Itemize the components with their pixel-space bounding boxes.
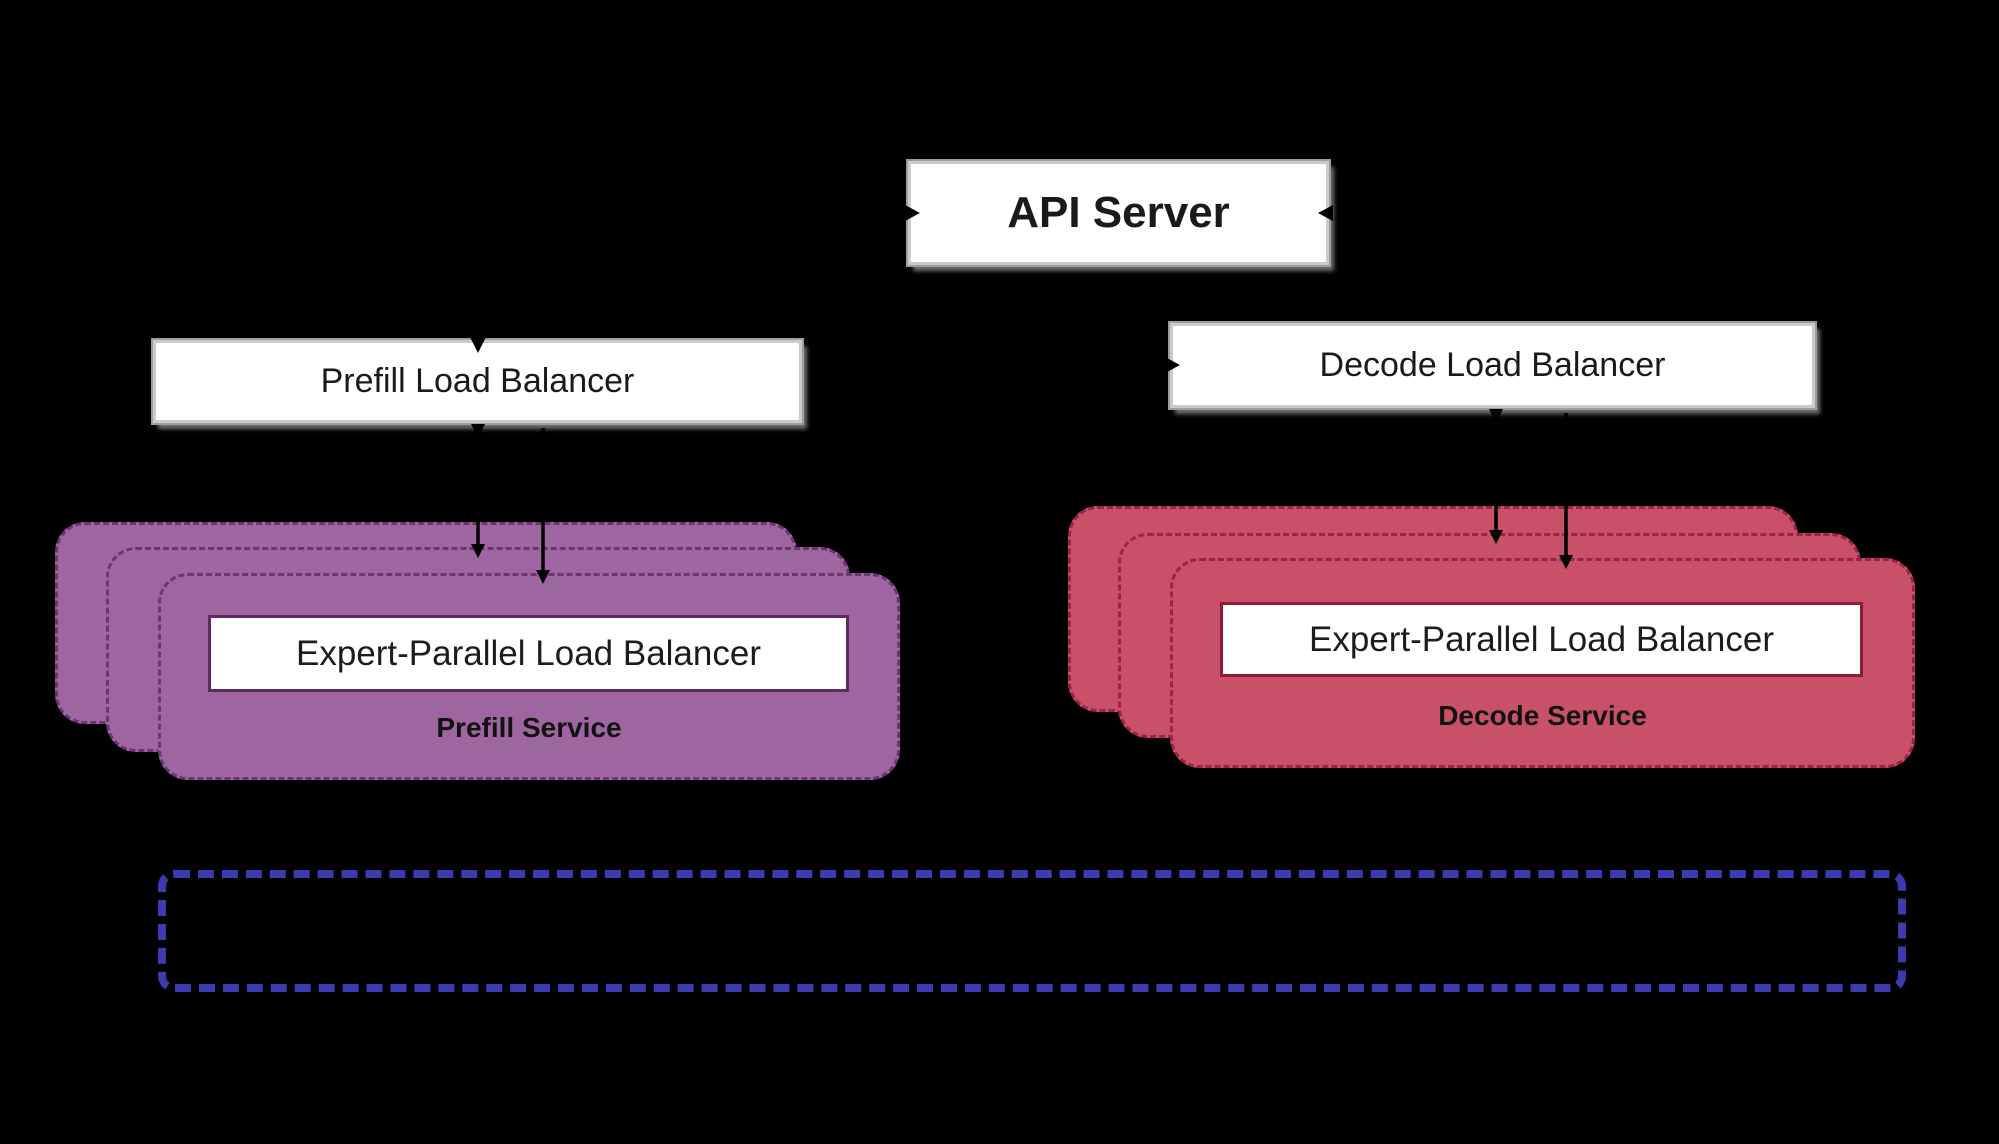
decode-service-label: Decode Service <box>1438 700 1647 731</box>
decode-load-balancer-label: Decode Load Balancer <box>1319 346 1666 384</box>
decode-expert-parallel-lb-label: Expert-Parallel Load Balancer <box>1309 619 1774 659</box>
decode-load-balancer-node: Decode Load Balancer <box>1170 323 1815 408</box>
prefill-expert-parallel-lb-node: Expert-Parallel Load Balancer <box>208 615 849 692</box>
prefill-expert-parallel-lb-label: Expert-Parallel Load Balancer <box>296 633 761 673</box>
arrow-start-decode-lb-bottom <box>1489 409 1503 423</box>
prefill-service-label: Prefill Service <box>436 712 622 743</box>
api-server-label: API Server <box>1007 188 1230 237</box>
decode-expert-parallel-lb-node: Expert-Parallel Load Balancer <box>1220 602 1863 677</box>
arrow-start-prefill-lb-bottom <box>471 424 485 438</box>
prefill-load-balancer-node: Prefill Load Balancer <box>153 340 802 423</box>
api-server-node: API Server <box>908 161 1329 265</box>
prefill-load-balancer-label: Prefill Load Balancer <box>320 362 635 400</box>
bottom-group-box <box>158 870 1906 992</box>
